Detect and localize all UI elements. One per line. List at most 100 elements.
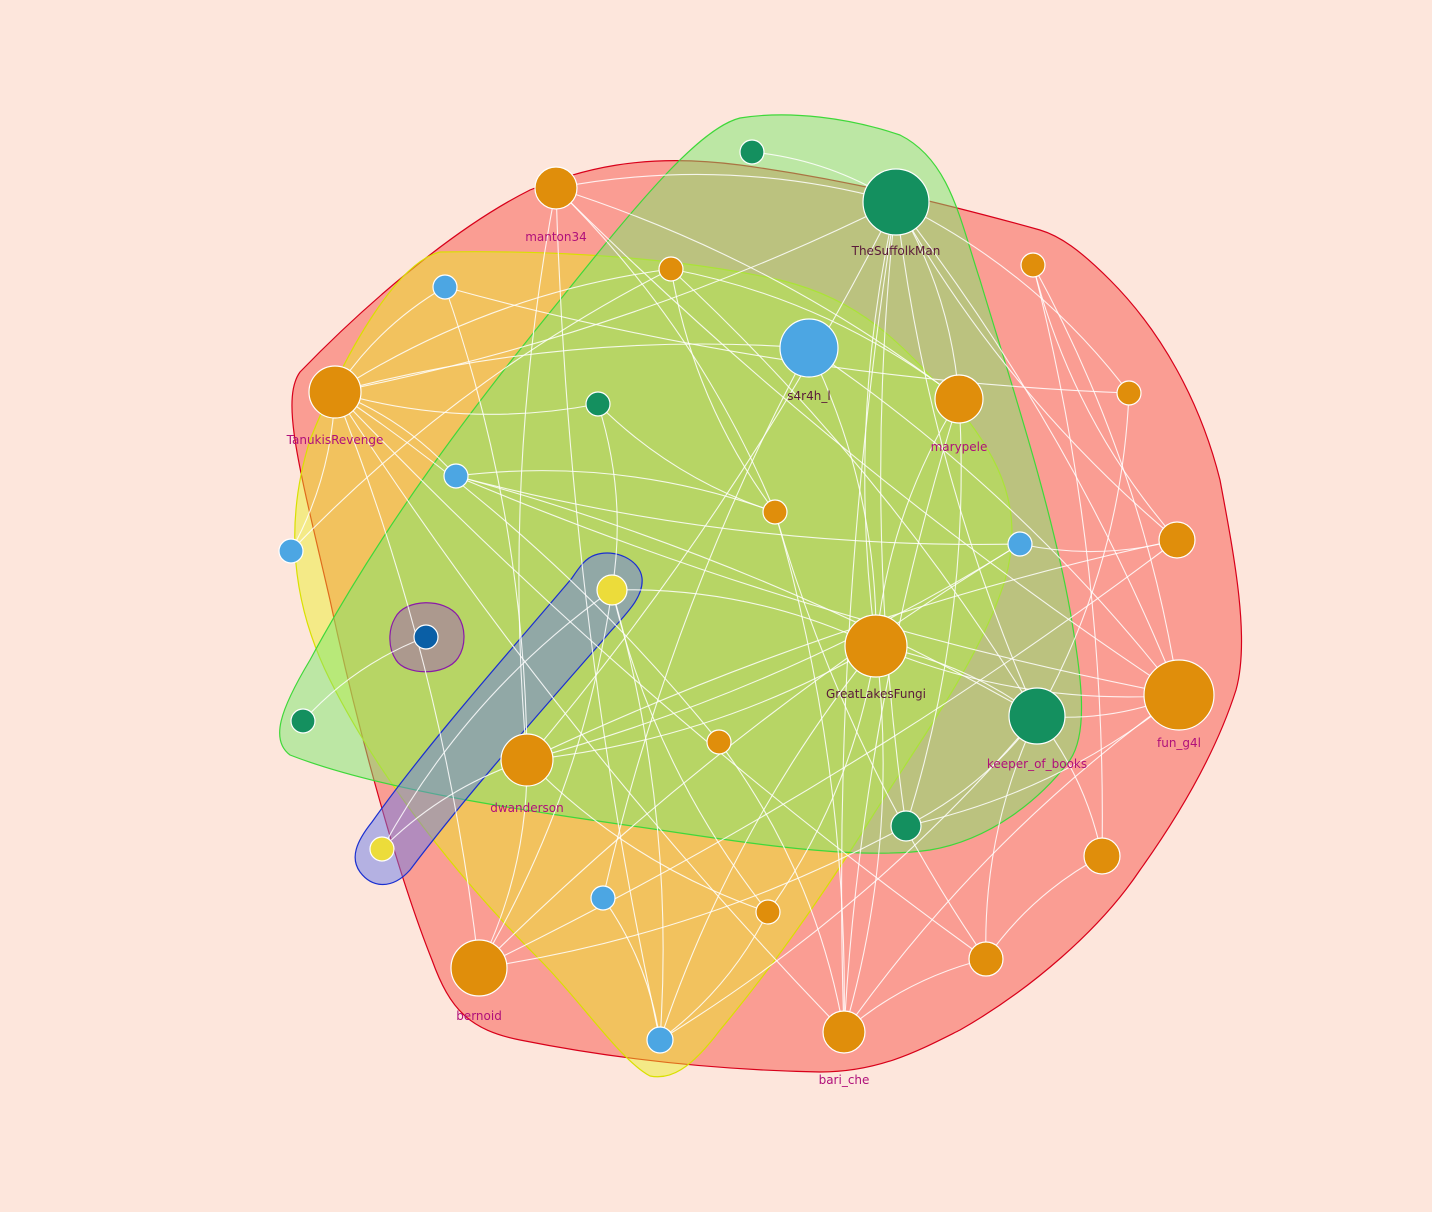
graph-node-marypele[interactable] bbox=[934, 374, 984, 424]
graph-node-keeper-of-books[interactable] bbox=[1008, 687, 1066, 745]
graph-edge bbox=[478, 825, 907, 969]
graph-node-n-orange-mid[interactable] bbox=[706, 729, 732, 755]
graph-node-bernoid[interactable] bbox=[450, 939, 508, 997]
graph-edge bbox=[555, 187, 776, 513]
graph-edge bbox=[334, 391, 845, 1033]
graph-edge bbox=[767, 645, 877, 913]
graph-edge bbox=[670, 268, 960, 400]
graph-node-n-teal-left[interactable] bbox=[290, 708, 316, 734]
graph-edge bbox=[659, 645, 877, 1041]
graph-edge bbox=[895, 201, 1178, 541]
graph-node-n-orange-tr[interactable] bbox=[1020, 252, 1046, 278]
node-label-bari-che: bari_che bbox=[819, 1073, 870, 1087]
graph-node-n-yellow-a[interactable] bbox=[596, 574, 628, 606]
graph-node-n-orange-center[interactable] bbox=[762, 499, 788, 525]
graph-edge bbox=[455, 475, 1180, 696]
graph-edge bbox=[334, 391, 720, 743]
graph-edge bbox=[555, 173, 897, 203]
graph-edge bbox=[334, 268, 672, 393]
graph-node-n-teal-mid[interactable] bbox=[585, 391, 611, 417]
graph-edge bbox=[670, 268, 776, 513]
graph-node-n-orange-small-low[interactable] bbox=[755, 899, 781, 925]
node-label-s4r4h-l: s4r4h_l bbox=[787, 389, 830, 403]
graph-node-n-orange-r2[interactable] bbox=[1158, 521, 1196, 559]
graph-edge bbox=[905, 694, 1180, 827]
graph-node-fun-g4l[interactable] bbox=[1143, 659, 1215, 731]
graph-node-dwanderson[interactable] bbox=[500, 733, 554, 787]
graph-node-n-blue-bottom[interactable] bbox=[646, 1026, 674, 1054]
graph-edge bbox=[843, 645, 884, 1033]
node-label-marypele: marypele bbox=[931, 440, 988, 454]
graph-edge bbox=[526, 759, 769, 913]
graph-edge bbox=[602, 347, 810, 899]
graph-node-n-orange-bottom-r[interactable] bbox=[968, 941, 1004, 977]
graph-node-tanukisrevenge[interactable] bbox=[308, 365, 362, 419]
graph-node-n-blue-tl[interactable] bbox=[432, 274, 458, 300]
graph-edge bbox=[895, 201, 1130, 394]
graph-edge bbox=[478, 543, 1021, 969]
graph-edge bbox=[659, 911, 769, 1041]
graph-edge bbox=[302, 636, 427, 722]
graph-edge bbox=[518, 187, 557, 761]
graph-edge bbox=[774, 511, 845, 1033]
graph-edge bbox=[808, 347, 1180, 696]
graph-node-n-orange-low-r[interactable] bbox=[1083, 837, 1121, 875]
node-label-bernoid: bernoid bbox=[456, 1009, 502, 1023]
graph-edge bbox=[985, 715, 1038, 960]
graph-node-n-orange-r1[interactable] bbox=[1116, 380, 1142, 406]
graph-edge bbox=[1036, 392, 1130, 717]
node-layer bbox=[278, 139, 1215, 1054]
graph-node-n-orange-top[interactable] bbox=[658, 256, 684, 282]
node-label-thesuffolkman: TheSuffolkMan bbox=[851, 244, 941, 258]
graph-edge bbox=[444, 286, 528, 761]
graph-node-n-blue-far-left[interactable] bbox=[278, 538, 304, 564]
graph-edge bbox=[602, 897, 661, 1041]
graph-edge bbox=[875, 645, 1180, 698]
graph-edge bbox=[659, 715, 1038, 1041]
graph-node-n-darkblue[interactable] bbox=[413, 624, 439, 650]
node-label-manton34: manton34 bbox=[525, 230, 587, 244]
graph-node-n-blue-left2[interactable] bbox=[443, 463, 469, 489]
graph-edge bbox=[455, 475, 1038, 717]
graph-edge bbox=[526, 539, 1178, 761]
group-hull-blue bbox=[354, 552, 643, 885]
graph-edge bbox=[334, 391, 987, 960]
node-label-greatlakesfungi: GreatLakesFungi bbox=[826, 687, 926, 701]
graph-edge bbox=[895, 201, 1180, 696]
graph-edge bbox=[526, 645, 877, 761]
graph-edge bbox=[597, 403, 618, 591]
graph-edge bbox=[290, 268, 672, 552]
graph-edge bbox=[526, 201, 897, 761]
graph-edge bbox=[774, 511, 987, 960]
graph-edge bbox=[334, 391, 480, 969]
graph-node-n-teal-low[interactable] bbox=[890, 810, 922, 842]
graph-edge bbox=[478, 589, 613, 969]
graph-edge bbox=[526, 543, 1021, 761]
graph-edge bbox=[455, 475, 1021, 545]
graph-node-n-blue-right[interactable] bbox=[1007, 531, 1033, 557]
graph-edge bbox=[670, 268, 1038, 717]
node-label-dwanderson: dwanderson bbox=[490, 801, 564, 815]
graph-node-bari-che[interactable] bbox=[822, 1010, 866, 1054]
graph-edge bbox=[334, 343, 810, 393]
graph-edge bbox=[808, 347, 877, 647]
graph-node-n-blue-low[interactable] bbox=[590, 885, 616, 911]
graph-edge bbox=[843, 694, 1180, 1033]
graph-edge bbox=[455, 470, 776, 513]
node-label-tanukisrevenge: TanukisRevenge bbox=[286, 433, 384, 447]
graph-node-greatlakesfungi[interactable] bbox=[844, 614, 908, 678]
graph-node-thesuffolkman[interactable] bbox=[862, 168, 930, 236]
graph-edge bbox=[334, 391, 599, 415]
graph-edge bbox=[905, 398, 962, 827]
graph-node-manton34[interactable] bbox=[534, 166, 578, 210]
node-label-fun-g4l: fun_g4l bbox=[1157, 736, 1201, 750]
graph-edge bbox=[875, 398, 960, 647]
graph-edge bbox=[555, 187, 960, 400]
graph-node-s4r4h-l[interactable] bbox=[779, 318, 839, 378]
edge-layer bbox=[290, 151, 1180, 1041]
graph-node-n-teal-top[interactable] bbox=[739, 139, 765, 165]
graph-edge bbox=[1032, 264, 1180, 696]
graph-node-n-yellow-b[interactable] bbox=[369, 836, 395, 862]
